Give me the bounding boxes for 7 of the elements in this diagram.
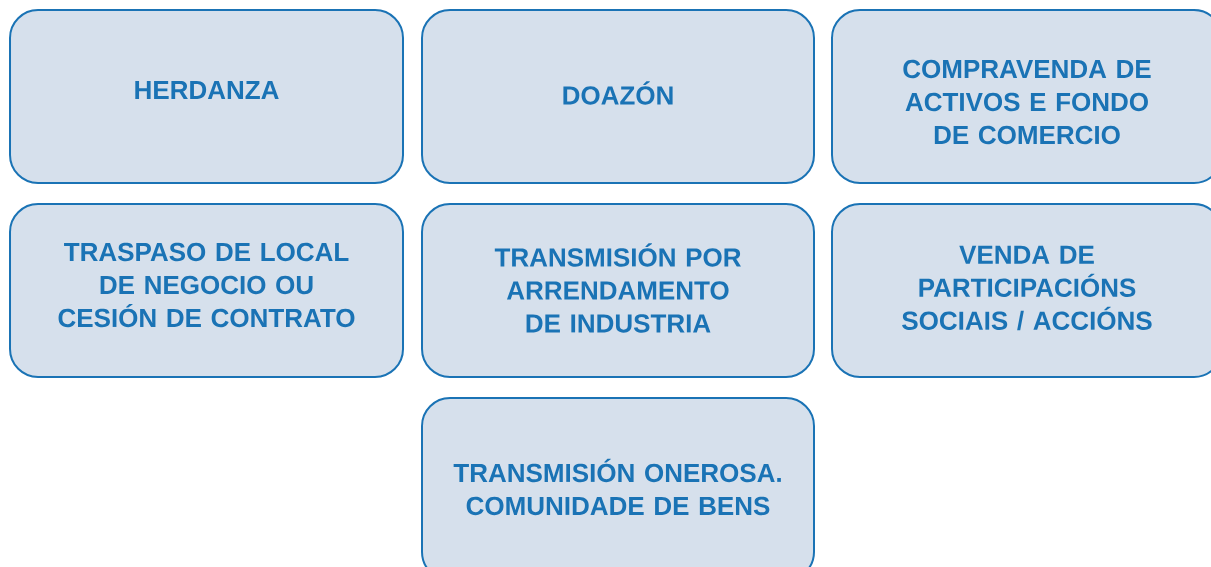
category-box: COMPRAVENDA DE ACTIVOS E FONDO DE COMERCIO <box>831 9 1211 184</box>
category-box: TRASPASO DE LOCAL DE NEGOCIO OU CESIÓN DE CONTRATO <box>9 203 404 378</box>
category-box: VENDA DE PARTICIPACIÓNS SOCIAIS / ACCIÓNS <box>831 203 1211 378</box>
category-box: HERDANZA <box>9 9 404 184</box>
category-box: TRANSMISIÓN POR ARRENDAMENTO DE INDUSTRIA <box>421 203 815 378</box>
category-box: DOAZÓN <box>421 9 815 184</box>
category-box: TRANSMISIÓN ONEROSA. COMUNIDADE DE BENS <box>421 397 815 567</box>
